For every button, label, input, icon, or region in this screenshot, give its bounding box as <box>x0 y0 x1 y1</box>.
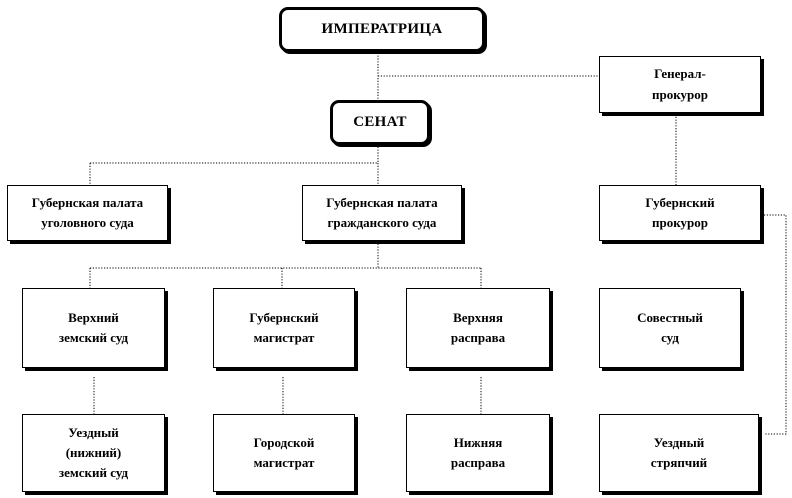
node-empress: ИМПЕРАТРИЦА <box>279 7 485 52</box>
node-upper-rasprava-label: Верхняя расправа <box>450 309 506 345</box>
node-provincial-prosecutor: Губернский прокурор <box>599 185 761 241</box>
node-conscience-court: Совестный суд <box>599 288 741 368</box>
node-upper-rasprava: Верхняя расправа <box>406 288 550 368</box>
node-criminal-chamber: Губернская палата уголовного суда <box>7 185 168 241</box>
node-upper-zemsky-court: Верхний земский суд <box>22 288 165 368</box>
node-provincial-magistrate-label: Губернский магистрат <box>249 309 319 345</box>
node-district-striapchiy-label: Уездный стряпчий <box>650 434 708 470</box>
node-criminal-chamber-label: Губернская палата уголовного суда <box>31 194 144 230</box>
node-empress-label: ИМПЕРАТРИЦА <box>321 20 443 37</box>
node-upper-zemsky-court-label: Верхний земский суд <box>58 309 129 345</box>
node-civil-chamber: Губернская палата гражданского суда <box>302 185 462 241</box>
node-provincial-magistrate: Губернский магистрат <box>213 288 355 368</box>
node-district-court: Уездный (нижний) земский суд <box>22 414 165 492</box>
node-district-striapchiy: Уездный стряпчий <box>599 414 759 492</box>
node-lower-rasprava-label: Нижняя расправа <box>450 434 506 470</box>
node-conscience-court-label: Совестный суд <box>637 309 703 345</box>
node-prosecutor-general: Генерал- прокурор <box>599 56 761 113</box>
node-district-court-label: Уездный (нижний) земский суд <box>58 424 129 481</box>
node-provincial-prosecutor-label: Губернский прокурор <box>645 194 715 230</box>
node-city-magistrate: Городской магистрат <box>213 414 355 492</box>
edge-prosecutor-striapchiy <box>764 214 787 435</box>
node-civil-chamber-label: Губернская палата гражданского суда <box>326 194 438 230</box>
node-senate-label: СЕНАТ <box>353 113 407 130</box>
node-senate: СЕНАТ <box>330 100 430 145</box>
node-city-magistrate-label: Городской магистрат <box>253 434 315 470</box>
node-prosecutor-general-label: Генерал- прокурор <box>652 66 708 102</box>
node-lower-rasprava: Нижняя расправа <box>406 414 550 492</box>
